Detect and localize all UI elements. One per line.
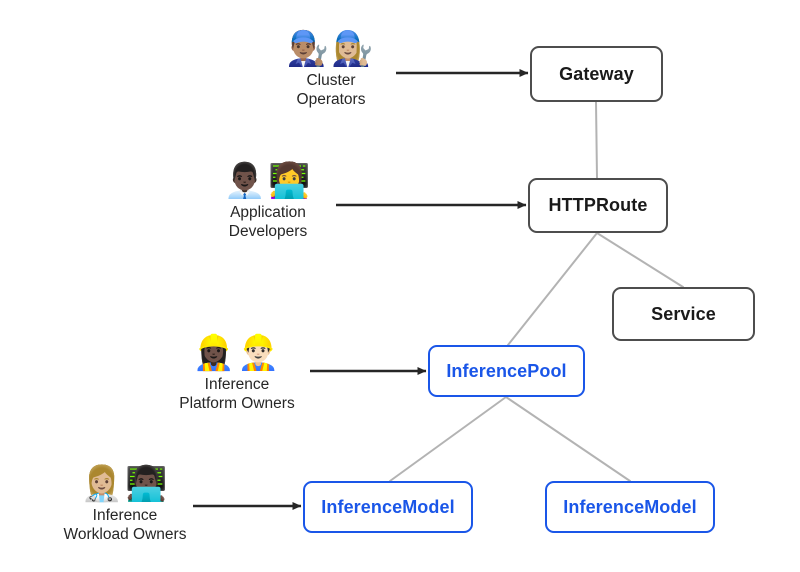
edge-httproute-inferencepool [507, 232, 598, 346]
persona-label-line1: Application [230, 204, 306, 221]
node-inferencemodel-right[interactable]: InferenceModel [545, 481, 715, 533]
persona-label-line2: Platform Owners [179, 395, 295, 412]
persona-label-line2: Operators [296, 91, 366, 108]
persona-label-line2: Developers [228, 223, 308, 240]
woman-construction-worker-icon: 👷🏿‍♀️👷🏻‍♂️ [192, 334, 282, 372]
edge-inferencepool-model-right [505, 396, 631, 482]
persona-label-line1: Inference [204, 376, 270, 393]
node-label: InferenceModel [321, 496, 455, 517]
node-label: InferencePool [446, 360, 567, 381]
edge-inferencepool-model-left [389, 396, 507, 482]
man-office-worker-icon: 👨🏿‍💼👩‍💻 [223, 162, 313, 200]
persona-label-line2: Workload Owners [63, 526, 187, 543]
node-label: Gateway [559, 63, 634, 84]
node-label: HTTPRoute [548, 195, 648, 215]
persona-label-line1: Inference [92, 507, 158, 524]
persona-arrows [193, 69, 529, 510]
edge-httproute-service [596, 232, 684, 288]
node-label: Service [651, 303, 716, 324]
man-mechanic-icon: 👨🏽‍🔧👩🏼‍🔧 [286, 30, 376, 68]
node-gateway[interactable]: Gateway [530, 46, 663, 102]
node-label: InferenceModel [563, 496, 697, 517]
node-inferencemodel-left[interactable]: InferenceModel [303, 481, 473, 533]
node-httproute[interactable]: HTTPRoute [528, 178, 668, 233]
node-service[interactable]: Service [612, 287, 755, 341]
woman-health-worker-icon: 👩🏼‍⚕️👨🏿‍💻 [80, 465, 170, 503]
persona-label-line1: Cluster [306, 72, 356, 89]
node-inferencepool[interactable]: InferencePool [428, 345, 585, 397]
edge-gateway-httproute [595, 101, 598, 179]
